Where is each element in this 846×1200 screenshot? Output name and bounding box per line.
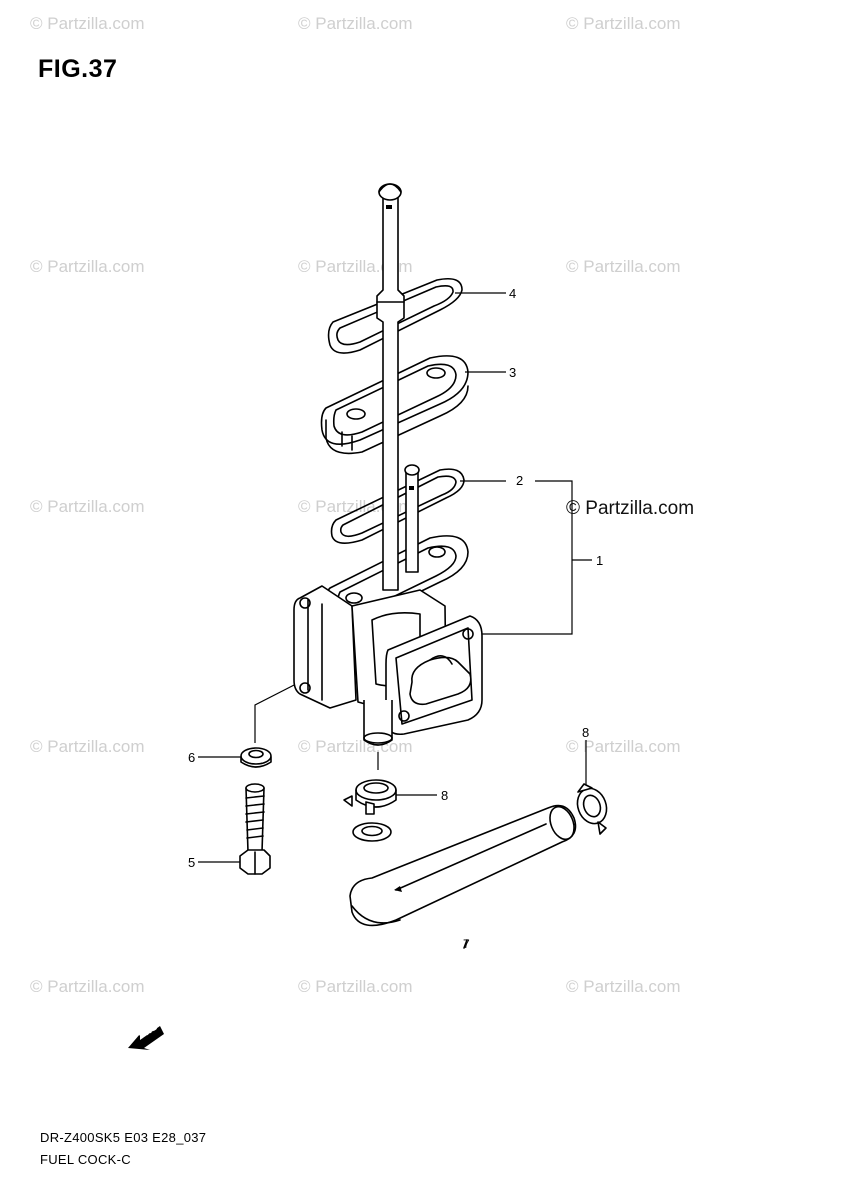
leader-lines: [198, 292, 592, 863]
watermark-main: © Partzilla.com: [566, 498, 695, 519]
watermark: © Partzilla.com: [30, 737, 145, 756]
watermark: © Partzilla.com: [566, 737, 681, 756]
watermark: © Partzilla.com: [566, 257, 681, 276]
watermark: © Partzilla.com: [298, 977, 413, 996]
callout-3: 3: [509, 365, 517, 380]
reserve-tube: [404, 464, 420, 573]
o-ring-upper: [327, 277, 463, 354]
callout-7: 7: [463, 937, 470, 951]
hose-clamp-right: [576, 783, 608, 835]
callout-8-right: 8: [582, 725, 590, 740]
figure-title: FIG.37: [38, 55, 118, 83]
watermark: © Partzilla.com: [30, 257, 145, 276]
callout-5: 5: [188, 855, 196, 870]
callout-4: 4: [509, 286, 517, 301]
fwd-arrow-icon: [128, 1026, 164, 1050]
section-name: FUEL COCK-C: [40, 1152, 131, 1167]
callout-8-left: 8: [441, 788, 449, 803]
watermark: © Partzilla.com: [298, 14, 413, 33]
watermark: © Partzilla.com: [30, 14, 145, 33]
hose-clamp-left: [343, 779, 397, 815]
watermark: © Partzilla.com: [30, 497, 145, 516]
gasket-plate: [320, 355, 469, 455]
washer: [240, 747, 272, 768]
fuel-hose: [349, 804, 577, 927]
callout-1: 1: [596, 553, 604, 568]
hose-leader-tick: [463, 939, 468, 949]
callout-2: 2: [516, 473, 524, 488]
watermark: © Partzilla.com: [566, 977, 681, 996]
watermark: © Partzilla.com: [30, 977, 145, 996]
filter-tube: [376, 183, 405, 591]
o-ring-lower: [330, 468, 465, 544]
hose-end-short: [352, 822, 392, 842]
model-code: DR-Z400SK5 E03 E28_037: [40, 1130, 207, 1145]
bolt: [239, 783, 271, 875]
callout-6: 6: [188, 750, 196, 765]
watermark: © Partzilla.com: [566, 14, 681, 33]
